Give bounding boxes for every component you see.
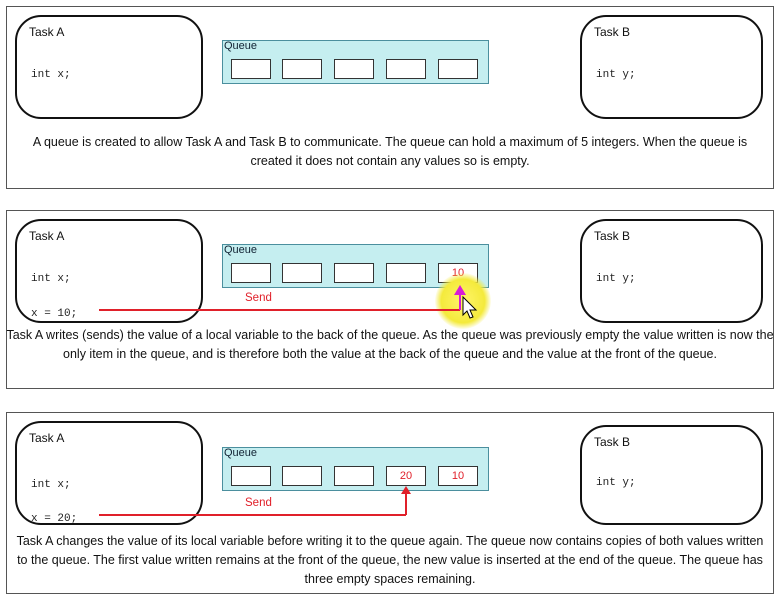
queue-slot-1: [231, 263, 271, 283]
task-a-box: Task A int x; x = 20;: [15, 421, 203, 525]
queue-slot-2: [282, 466, 322, 486]
queue-label: Queue: [224, 244, 258, 256]
queue-slot-1: [231, 59, 271, 79]
queue-slot-1: [231, 466, 271, 486]
task-a-assignment: x = 10;: [31, 308, 78, 320]
task-b-title: Task B: [594, 25, 631, 39]
caption-step-3: Task A changes the value of its local va…: [16, 534, 764, 586]
queue-slot-4: 20: [386, 466, 426, 486]
task-b-declaration: int y;: [596, 477, 636, 489]
queue-label: Queue: [224, 40, 258, 52]
task-a-declaration: int x;: [31, 69, 71, 81]
task-a-box: Task A int x;: [15, 15, 203, 119]
task-a-assignment: x = 20;: [31, 513, 78, 525]
queue-slot-3: [334, 59, 374, 79]
task-a-title: Task A: [29, 25, 65, 39]
task-a-box: Task A int x; x = 10;: [15, 219, 203, 323]
queue-label: Queue: [224, 447, 258, 459]
queue-slot-2: [282, 263, 322, 283]
task-b-box: Task B int y;: [580, 15, 763, 119]
panel-step-1: Task A int x; Queue Task B int y; A queu…: [6, 6, 774, 189]
task-b-box: Task B int y;: [580, 425, 763, 525]
send-label: Send: [245, 292, 272, 304]
queue-slot-4: [386, 59, 426, 79]
mouse-pointer-icon: [462, 295, 478, 319]
send-arrow-head: [454, 285, 466, 295]
task-a-declaration: int x;: [31, 479, 71, 491]
caption-step-1: A queue is created to allow Task A and T…: [32, 135, 748, 168]
queue-slot-3: [334, 466, 374, 486]
send-arrow-diagram: [99, 285, 478, 319]
send-arrow-diagram: [99, 486, 411, 516]
send-arrow-head: [401, 486, 411, 494]
task-b-declaration: int y;: [596, 69, 636, 81]
task-a-title: Task A: [29, 431, 65, 445]
queue: Queue 20 10: [222, 447, 489, 491]
task-b-title: Task B: [594, 229, 631, 243]
task-a-declaration: int x;: [31, 273, 71, 285]
queue-slot-5: 10: [438, 466, 478, 486]
task-b-title: Task B: [594, 435, 631, 449]
panel-step-2: Task A int x; x = 10; Queue 10 Send Task…: [6, 210, 774, 389]
queue: Queue: [222, 40, 489, 84]
queue-slot-5: [438, 59, 478, 79]
panel-step-3: Task A int x; x = 20; Queue 20 10 Send T…: [6, 412, 774, 594]
task-b-declaration: int y;: [596, 273, 636, 285]
task-a-title: Task A: [29, 229, 65, 243]
queue-slot-3: [334, 263, 374, 283]
send-label: Send: [245, 497, 272, 509]
caption-step-2: Task A writes (sends) the value of a loc…: [6, 328, 774, 361]
queue-slot-2: [282, 59, 322, 79]
queue-slot-4: [386, 263, 426, 283]
task-b-box: Task B int y;: [580, 219, 763, 323]
